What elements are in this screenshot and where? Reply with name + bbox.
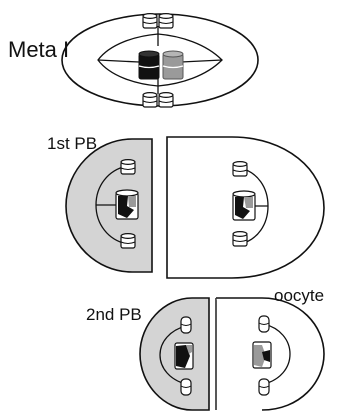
second-pb-chromatid xyxy=(174,342,194,370)
first-pb-bottom-chromosome xyxy=(120,233,136,249)
second-pb-label: 2nd PB xyxy=(86,305,142,324)
second-pb-top-chromatid xyxy=(180,316,192,334)
second-pb-bottom-chromatid xyxy=(180,378,192,396)
first-pb-label: 1st PB xyxy=(47,134,98,153)
first-pb-group xyxy=(65,136,325,279)
meta-i-label: Meta I xyxy=(8,37,70,62)
meta-i-cell xyxy=(61,13,259,107)
meta-i-bivalent xyxy=(138,50,184,80)
oocyte-1-top-chromosome xyxy=(232,161,248,177)
oocyte-1-dyad xyxy=(232,190,256,221)
oocyte-1-bottom-chromosome xyxy=(232,231,248,247)
second-pb-group xyxy=(139,297,325,411)
first-pb-dyad xyxy=(115,189,139,220)
oocyte-2-bottom-chromatid xyxy=(258,378,270,396)
oocyte-2-top-chromatid xyxy=(258,315,270,333)
first-pb-top-chromosome xyxy=(120,159,136,175)
oocyte-label: oocyte xyxy=(274,286,325,305)
oocyte-2-chromatid xyxy=(252,341,272,369)
